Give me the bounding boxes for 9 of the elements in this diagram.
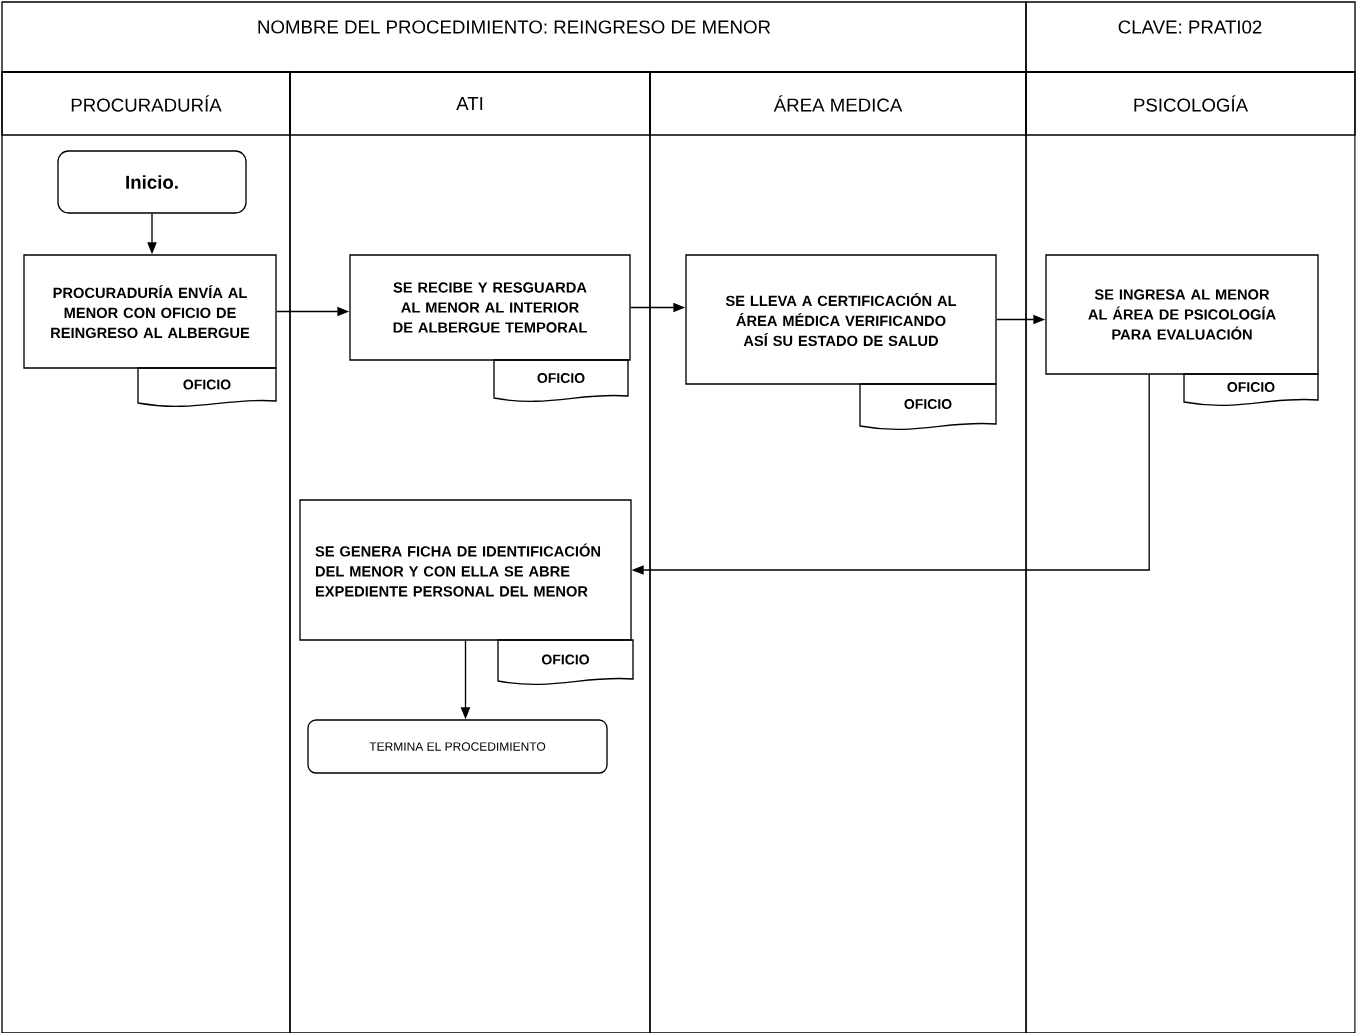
start-terminal: Inicio. bbox=[57, 150, 247, 214]
title-cell: NOMBRE DEL PROCEDIMIENTO: REINGRESO DE MENOR bbox=[1, 1, 1027, 73]
process-box: SE LLEVA A CERTIFICACIÓN AL ÁREA MÉDICA VERIFICANDO ASÍ SU ESTADO DE SALUD bbox=[685, 254, 997, 385]
process-box: SE RECIBE Y RESGUARDA AL MENOR AL INTERIOR DE ALBERGUE TEMPORAL bbox=[349, 254, 631, 361]
process-box: SE GENERA FICHA DE IDENTIFICACIÓN DEL MENOR Y CON ELLA SE ABRE EXPEDIENTE PERSONAL DEL MENOR bbox=[299, 499, 632, 641]
process-box: SE INGRESA AL MENOR AL ÁREA DE PSICOLOGÍA PARA EVALUACIÓN bbox=[1045, 254, 1319, 375]
process-box: PROCURADURÍA ENVÍA AL MENOR CON OFICIO DE REINGRESO AL ALBERGUE bbox=[23, 254, 277, 369]
end-terminal: TERMINA EL PROCEDIMIENTO bbox=[307, 719, 608, 774]
code-cell: CLAVE: PRATI02 bbox=[1025, 1, 1356, 73]
